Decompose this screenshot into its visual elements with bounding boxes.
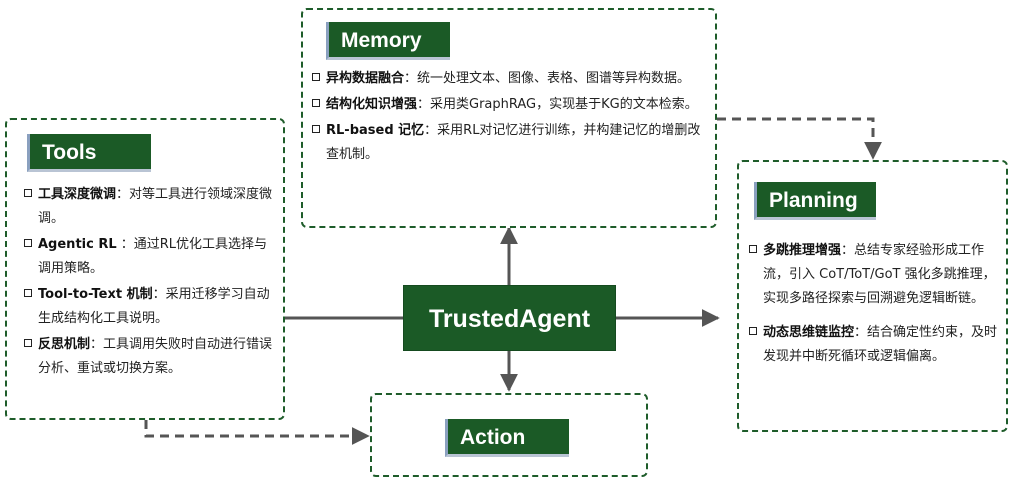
planning-title: Planning (754, 182, 876, 220)
action-panel: Action (370, 393, 648, 477)
trusted-agent-node: TrustedAgent (403, 285, 616, 351)
checkbox-bullet-icon (24, 339, 32, 347)
checkbox-bullet-icon (312, 73, 320, 81)
tools-panel: Tools 工具深度微调：对等工具进行领域深度微调。 Agentic RL ：通… (5, 118, 285, 420)
planning-items: 多跳推理增强：总结专家经验形成工作流，引入 CoT/ToT/GoT 强化多跳推理… (749, 239, 1001, 369)
tools-items: 工具深度微调：对等工具进行领域深度微调。 Agentic RL ：通过RL优化工… (24, 183, 276, 381)
memory-title: Memory (326, 22, 450, 60)
dashed-arrow-memory-to-planning (717, 117, 882, 160)
tools-item: 反思机制：工具调用失败时自动进行错误分析、重试或切换方案。 (24, 333, 276, 381)
checkbox-bullet-icon (749, 327, 757, 335)
checkbox-bullet-icon (312, 125, 320, 133)
action-title: Action (445, 419, 569, 457)
checkbox-bullet-icon (24, 239, 32, 247)
planning-item: 多跳推理增强：总结专家经验形成工作流，引入 CoT/ToT/GoT 强化多跳推理… (749, 239, 1001, 311)
memory-items: 异构数据融合：统一处理文本、图像、表格、图谱等异构数据。 结构化知识增强：采用类… (312, 67, 710, 167)
checkbox-bullet-icon (24, 189, 32, 197)
tools-title: Tools (27, 134, 151, 172)
tools-item: Tool-to-Text 机制：采用迁移学习自动生成结构化工具说明。 (24, 283, 276, 331)
checkbox-bullet-icon (24, 289, 32, 297)
dashed-arrow-tools-to-action (144, 420, 370, 445)
tools-item: 工具深度微调：对等工具进行领域深度微调。 (24, 183, 276, 231)
memory-panel: Memory 异构数据融合：统一处理文本、图像、表格、图谱等异构数据。 结构化知… (301, 8, 717, 228)
planning-panel: Planning 多跳推理增强：总结专家经验形成工作流，引入 CoT/ToT/G… (737, 160, 1008, 432)
checkbox-bullet-icon (749, 245, 757, 253)
planning-item: 动态思维链监控：结合确定性约束，及时发现并中断死循环或逻辑偏离。 (749, 321, 1001, 369)
memory-item: 结构化知识增强：采用类GraphRAG，实现基于KG的文本检索。 (312, 93, 710, 117)
memory-item: RL-based 记忆：采用RL对记忆进行训练，并构建记忆的增删改查机制。 (312, 119, 710, 167)
memory-item: 异构数据融合：统一处理文本、图像、表格、图谱等异构数据。 (312, 67, 710, 91)
checkbox-bullet-icon (312, 99, 320, 107)
tools-item: Agentic RL ：通过RL优化工具选择与调用策略。 (24, 233, 276, 281)
